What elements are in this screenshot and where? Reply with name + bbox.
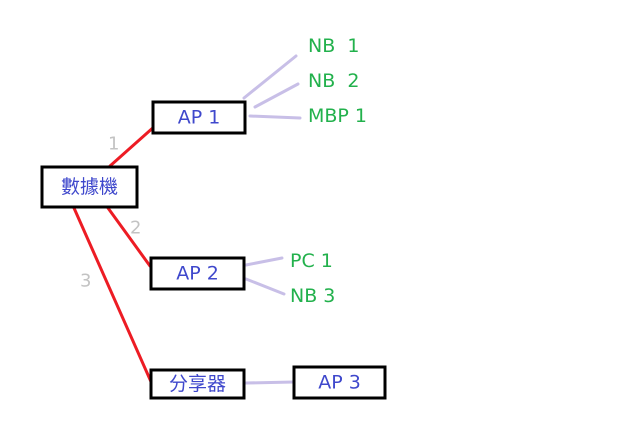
link-ap2-nb3 [244,277,286,296]
edge-label-ap2: 2 [130,218,141,239]
link-ap2-pc1 [244,256,284,267]
node-ap3: AP 3 [292,365,387,400]
link-modem-ap1 [108,124,157,168]
node-ap2-label: AP 2 [176,263,219,285]
edge-label-router: 3 [80,271,91,292]
link-modem-ap2 [106,206,152,268]
node-ap3-label: AP 3 [318,372,361,394]
link-router-ap3 [244,380,296,385]
node-router: 分享器 [149,368,246,400]
link-ap1-nb1 [242,54,298,100]
node-ap2: AP 2 [149,256,246,291]
node-modem-label: 數據機 [61,176,118,198]
device-mbp1-label: MBP 1 [308,105,367,127]
node-router-label: 分享器 [169,373,226,395]
link-ap1-mbp1 [248,114,302,120]
node-modem: 數據機 [40,165,139,209]
node-ap1-label: AP 1 [178,107,221,129]
device-pc1-label: PC 1 [290,250,333,272]
link-modem-router [72,206,154,386]
node-ap1: AP 1 [151,100,247,135]
edge-label-ap1: 1 [108,134,119,155]
device-nb2-label: NB 2 [308,70,359,92]
device-nb1-label: NB 1 [308,35,359,57]
device-nb3-label: NB 3 [290,285,335,307]
link-ap1-nb2 [253,82,300,109]
